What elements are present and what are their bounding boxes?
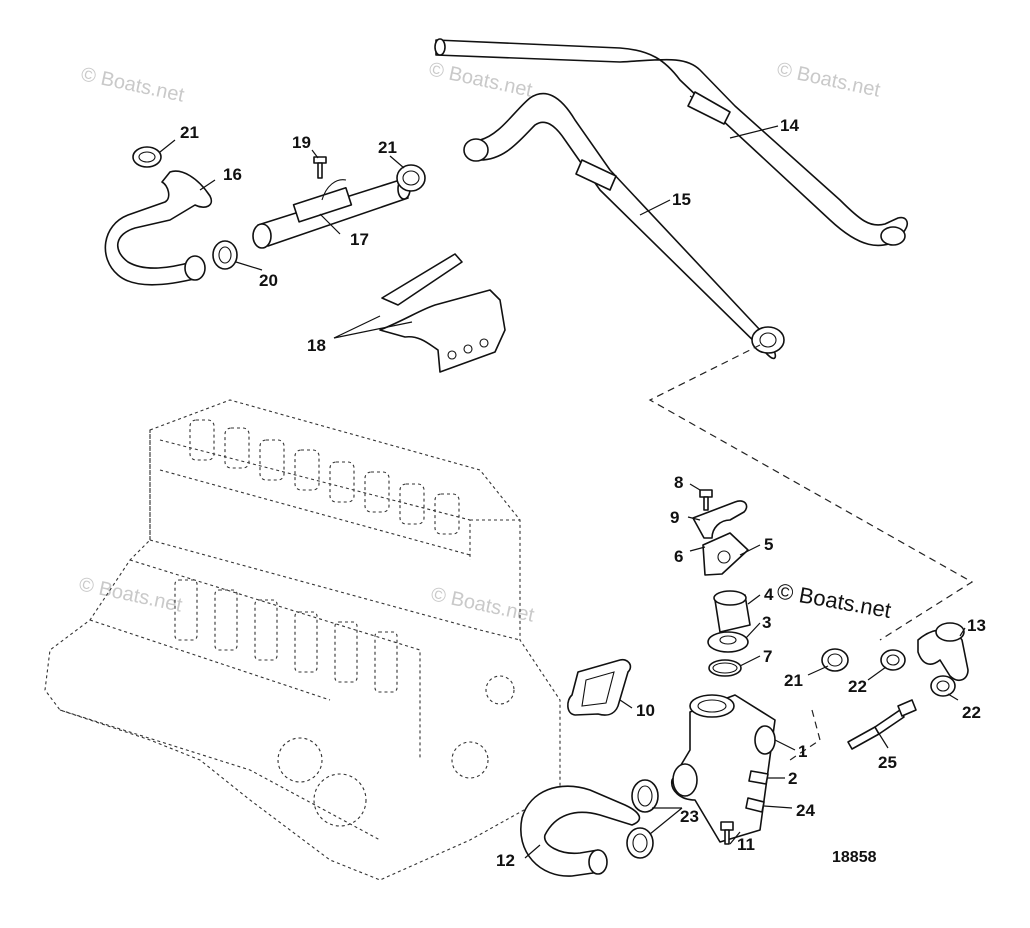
bolt-8: [699, 489, 713, 511]
callout-6: 6: [674, 547, 683, 566]
clamp-22-lower: [930, 675, 956, 697]
watermark-strong: © Boats.net: [775, 578, 893, 623]
callout-2: 2: [788, 769, 797, 788]
hose-16: [104, 170, 213, 286]
callout-11: 11: [737, 835, 755, 854]
bracket-9: [692, 500, 748, 539]
watermark-3: © Boats.net: [775, 58, 883, 101]
engine-block-illustration: [44, 399, 561, 881]
hose-15: [463, 92, 785, 360]
clamp-20: [212, 240, 238, 270]
callout-22-lower: 22: [962, 703, 981, 722]
callout-18: 18: [307, 336, 326, 355]
callout-21-top-left: 21: [180, 123, 199, 142]
gasket-10: [567, 658, 632, 716]
clamp-21-top-left: [132, 146, 162, 168]
callout-14: 14: [780, 116, 799, 135]
callout-3: 3: [762, 613, 771, 632]
callout-5: 5: [764, 535, 773, 554]
elbow-13: [917, 622, 969, 682]
callout-17: 17: [350, 230, 369, 249]
housing-4: [713, 590, 751, 633]
callout-4: 4: [764, 585, 774, 604]
callout-9: 9: [670, 508, 679, 527]
routing-line: [648, 344, 974, 641]
callout-23: 23: [680, 807, 699, 826]
callout-21-right: 21: [784, 671, 803, 690]
sensor-25: [847, 699, 917, 750]
watermark-2: © Boats.net: [427, 58, 535, 101]
hose-12: [520, 785, 641, 877]
callout-8: 8: [674, 473, 683, 492]
callout-1: 1: [798, 742, 807, 761]
o-ring-7: [708, 659, 742, 677]
leader-lines: [159, 125, 966, 859]
bolt-11: [720, 821, 734, 845]
thermostat-3: [707, 631, 749, 653]
callout-21-top-mid: 21: [378, 138, 397, 157]
watermark-4: © Boats.net: [77, 573, 185, 616]
callout-15: 15: [672, 190, 691, 209]
gasket-bracket-18: [379, 253, 506, 373]
clamp-23-lower: [626, 827, 654, 859]
clamp-22-upper: [880, 649, 906, 671]
callout-labels: 1 2 3 4 5 6 7 8 9 10 11 12 13 14 15 16 1…: [180, 116, 986, 870]
fitting-2: [748, 770, 769, 785]
callout-20: 20: [259, 271, 278, 290]
figure-number: 18858: [832, 849, 877, 866]
callout-13: 13: [967, 616, 986, 635]
callout-10: 10: [636, 701, 655, 720]
sensor-24: [745, 797, 765, 813]
callout-22-upper: 22: [848, 677, 867, 696]
clamp-23-upper: [631, 779, 659, 813]
clamp-21-top-mid: [396, 164, 426, 192]
bolt-19: [313, 156, 327, 179]
callout-24: 24: [796, 801, 815, 820]
pipe-17: [252, 178, 411, 249]
callout-16: 16: [223, 165, 242, 184]
watermark-1: © Boats.net: [79, 63, 187, 106]
callout-7: 7: [763, 647, 772, 666]
hose-14: [434, 38, 908, 247]
callout-19: 19: [292, 133, 311, 152]
cover-6-5: [702, 532, 749, 576]
callout-25: 25: [878, 753, 897, 772]
clamp-21-right: [821, 648, 849, 672]
callout-12: 12: [496, 851, 515, 870]
